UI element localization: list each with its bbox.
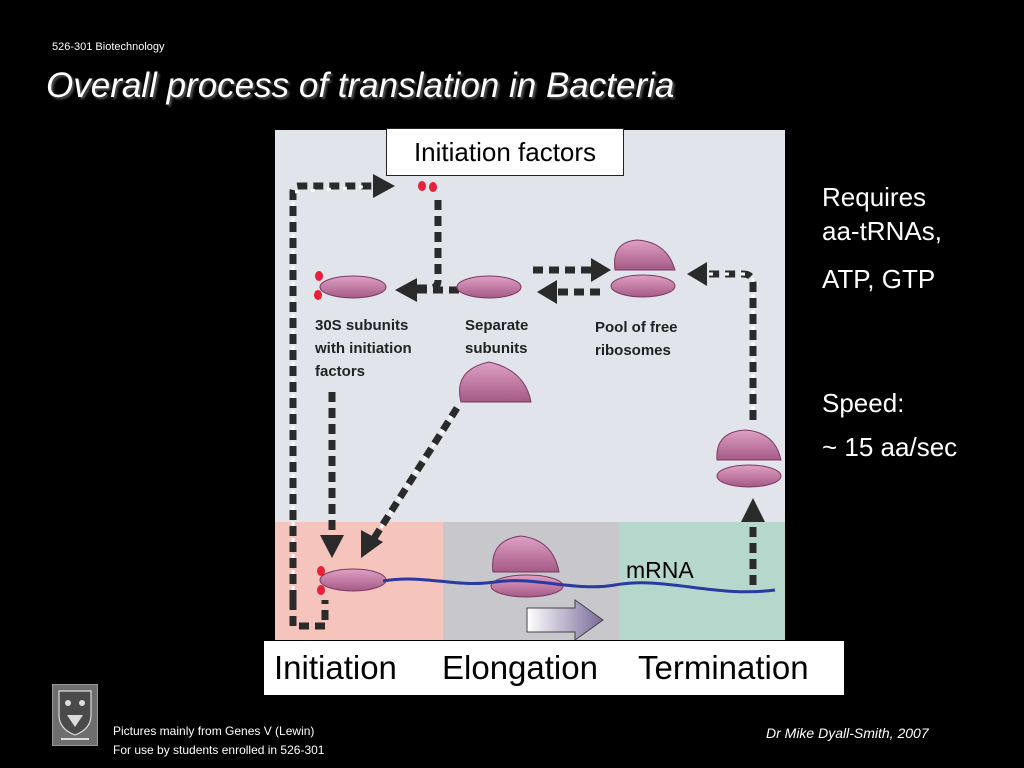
30s-subunit — [319, 275, 387, 299]
elongating-ribosome-small — [490, 574, 564, 598]
requires-line1: Requires — [822, 182, 927, 212]
large-subunit — [459, 361, 532, 403]
initiation-factor-dot — [317, 585, 325, 595]
initiation-factor-dot — [418, 181, 426, 191]
label-30s-subunits-line2: with initiation — [314, 340, 412, 357]
label-pool-line1: Pool of free — [595, 319, 678, 336]
elongating-ribosome-large — [492, 535, 560, 573]
initiation-factor-dot — [314, 290, 322, 300]
requires-line2: aa-tRNAs, — [822, 216, 942, 246]
arrowhead-to-30s — [395, 278, 417, 302]
requires-line3: ATP, GTP — [822, 264, 936, 294]
label-30s-subunits-line3: factors — [315, 363, 365, 380]
termination-ribosome-large — [716, 429, 782, 461]
pool-ribosome-small — [610, 274, 676, 298]
speed-value: ~ 15 aa/sec — [822, 432, 958, 462]
label-separate-line2: subunits — [465, 340, 528, 357]
phase-termination: Termination — [638, 649, 809, 686]
if-to-30s-arrow — [415, 200, 442, 292]
termination-region — [619, 522, 785, 640]
mrna-label: mRNA — [626, 557, 694, 583]
slide-title: Overall process of translation in Bacter… — [46, 66, 675, 105]
bottom-loop-arrow — [289, 600, 329, 630]
arrowhead-to-pool — [591, 258, 611, 282]
direction-arrow — [526, 599, 604, 640]
course-code: 526-301 Biotechnology — [52, 41, 165, 53]
arrowhead-to-separate — [537, 280, 557, 304]
separate-subunit — [456, 275, 522, 299]
cycle-arrow-left — [289, 182, 375, 600]
mrna-strand — [382, 577, 776, 594]
initiation-factors-label: Initiation factors — [386, 128, 624, 176]
initiation-factor-dot — [429, 182, 437, 192]
phase-labels: Initiation Elongation Termination — [264, 641, 844, 695]
initiation-factor-dot — [315, 271, 323, 281]
large-subunit-to-initiation-arrow — [370, 406, 460, 542]
phase-initiation: Initiation — [274, 649, 397, 686]
arrowhead-to-if — [373, 174, 395, 198]
initiation-complex-subunit — [319, 568, 387, 592]
label-pool-line2: ribosomes — [595, 342, 671, 359]
arrowhead-up-termination — [741, 498, 765, 522]
arrowhead-to-pool-right — [687, 262, 707, 286]
termination-ribosome-small — [716, 464, 782, 488]
arrowhead-initiation-diag — [361, 530, 383, 558]
translation-diagram: 30S subunits with initiation factors Sep… — [275, 130, 785, 640]
label-30s-subunits-line1: 30S subunits — [315, 317, 408, 334]
pool-ribosome-large — [613, 239, 676, 271]
arrowhead-initiation-left — [320, 535, 344, 558]
footer-source: Pictures mainly from Genes V (Lewin) — [113, 724, 315, 738]
initiation-factor-dot — [317, 566, 325, 576]
footer-author: Dr Mike Dyall-Smith, 2007 — [766, 725, 929, 741]
label-separate-line1: Separate — [465, 317, 528, 334]
phase-elongation: Elongation — [442, 649, 598, 686]
university-crest-icon — [52, 684, 98, 746]
speed-label: Speed: — [822, 388, 905, 418]
footer-usage: For use by students enrolled in 526-301 — [113, 743, 325, 757]
